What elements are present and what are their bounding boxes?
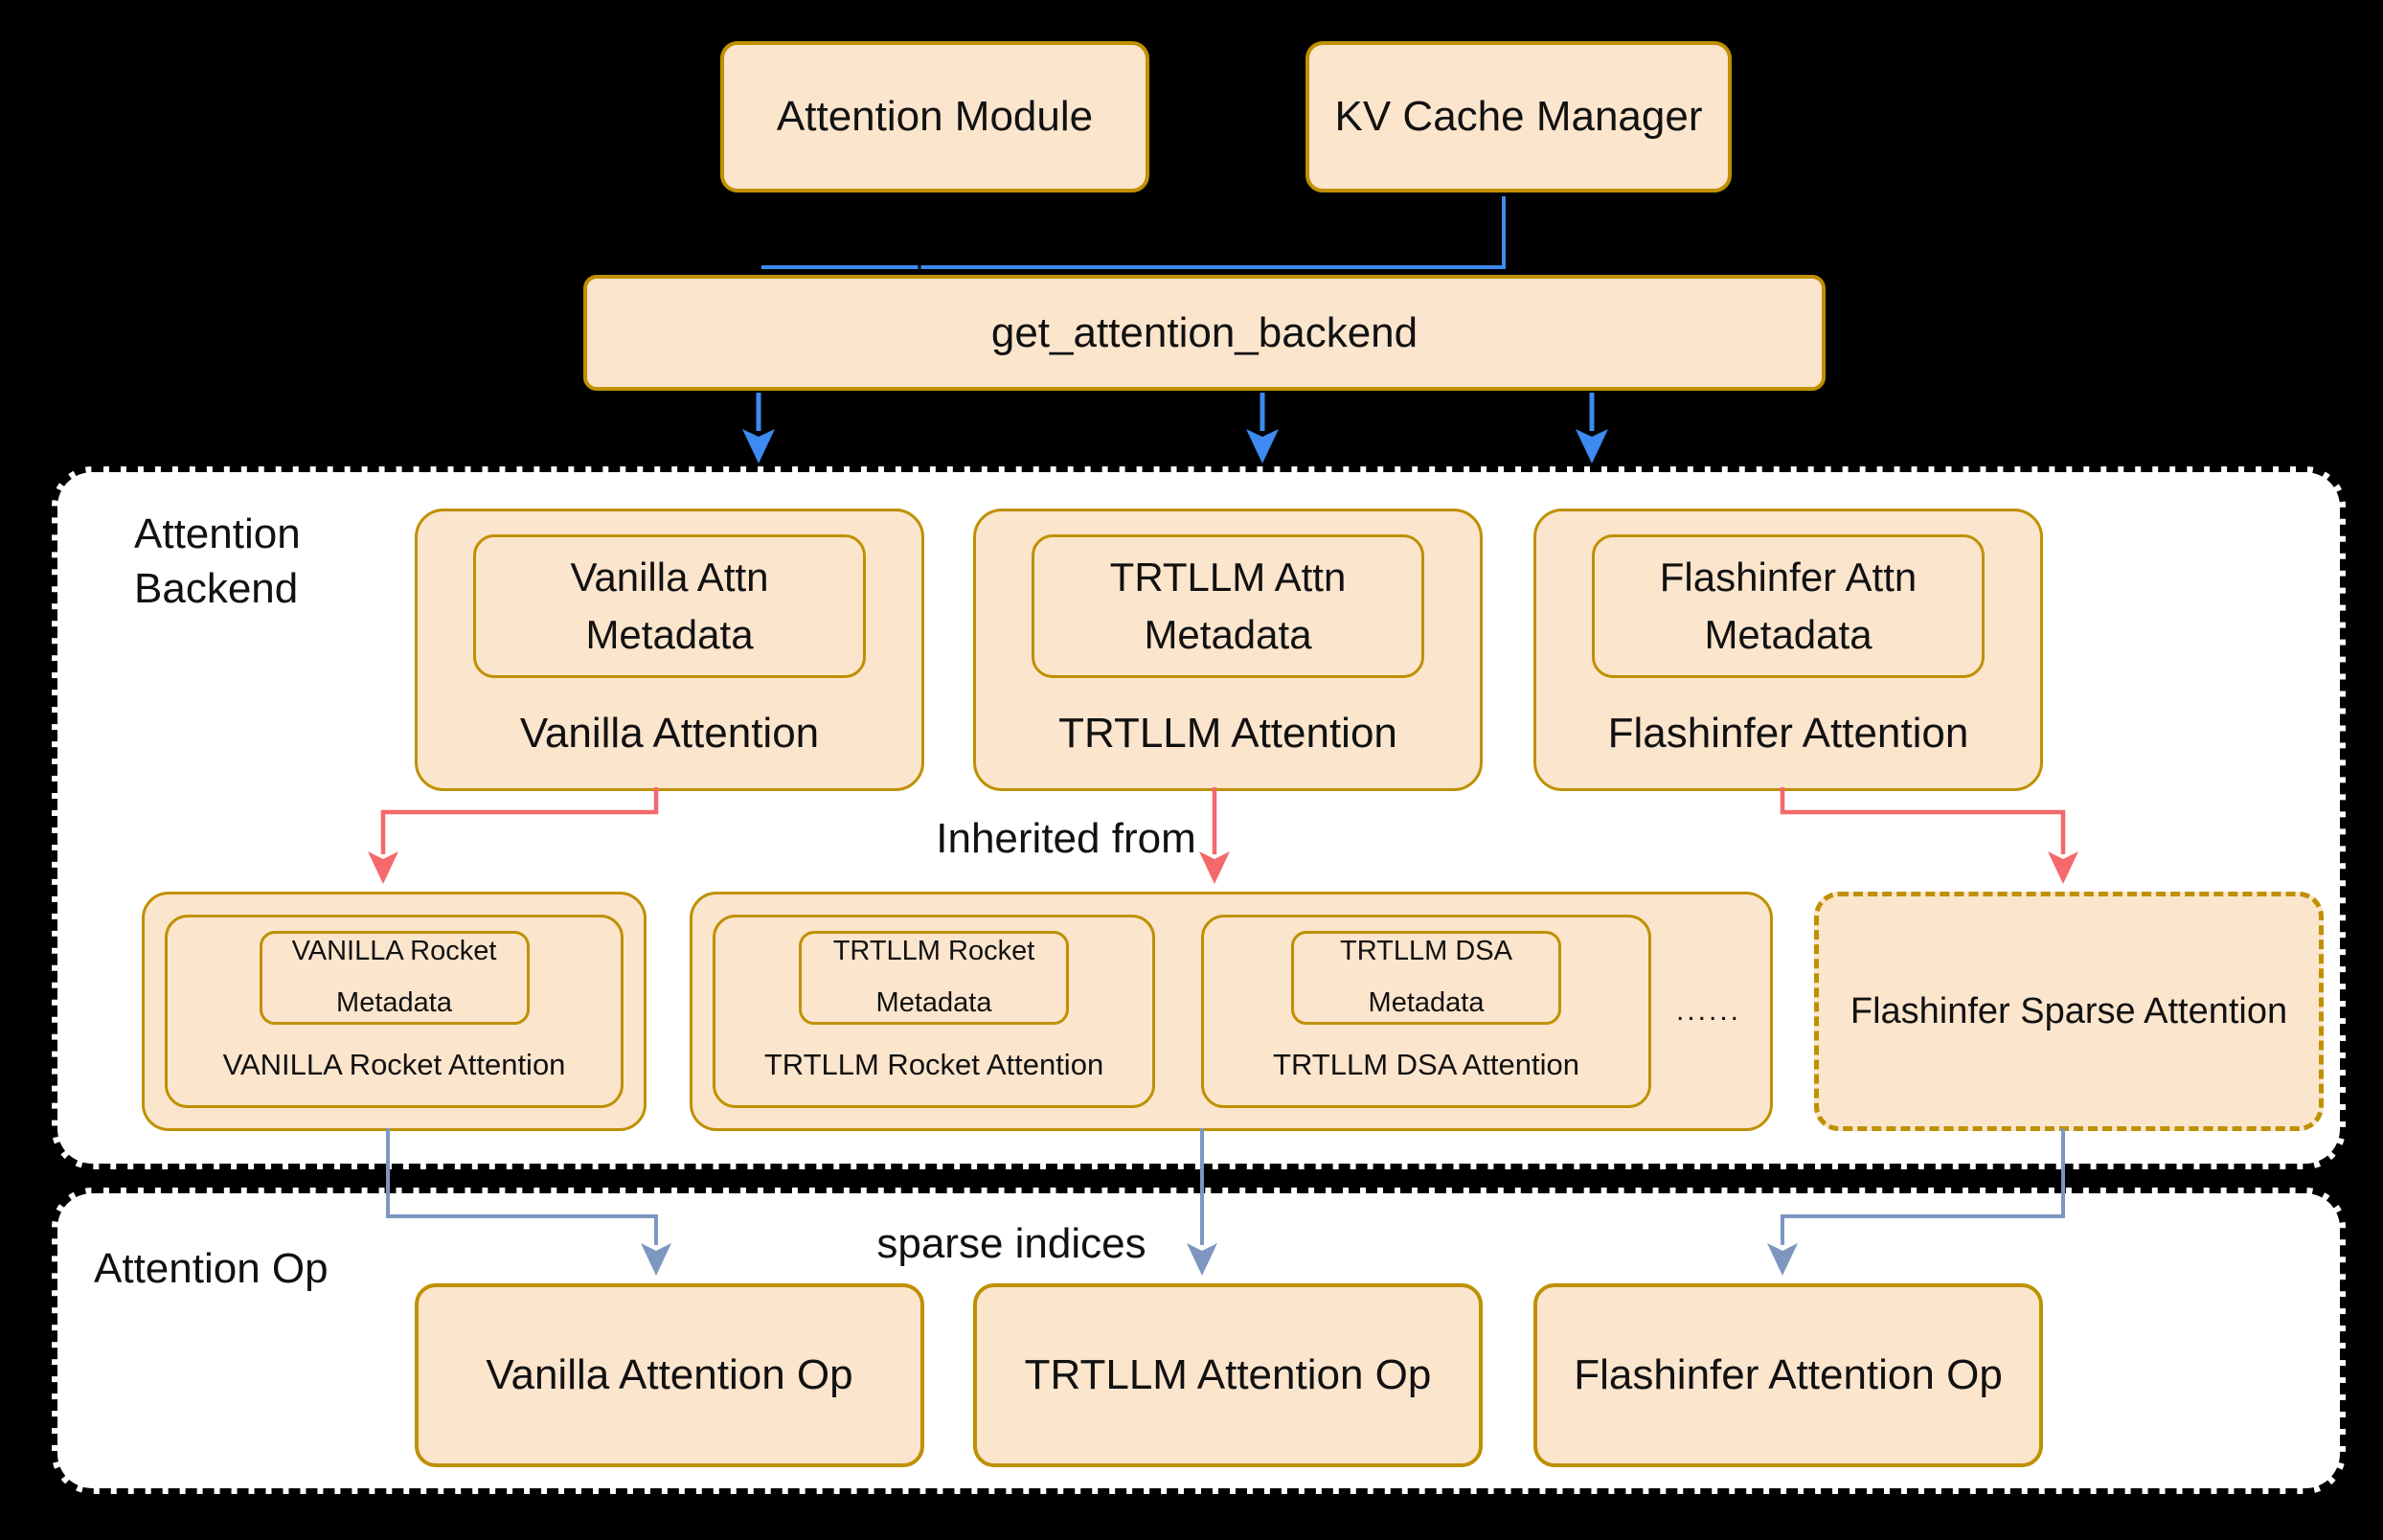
kv-cache-manager-box: KV Cache Manager xyxy=(1305,41,1732,192)
trtllm-rocket-attention-label: TRTLLM Rocket Attention xyxy=(763,1048,1104,1081)
get-attention-backend-label: get_attention_backend xyxy=(990,308,1418,356)
vanilla-rocket-group: VANILLA Rocket Metadata VANILLA Rocket A… xyxy=(142,892,647,1131)
flashinfer-attention-op-label: Flashinfer Attention Op xyxy=(1574,1351,2003,1398)
trtllm-rocket-metadata-box: TRTLLM Rocket Metadata xyxy=(799,931,1069,1025)
vanilla-rocket-metadata-box: VANILLA Rocket Metadata xyxy=(259,931,530,1025)
vanilla-attention-op-label: Vanilla Attention Op xyxy=(486,1351,853,1398)
flashinfer-sparse-attention-box: Flashinfer Sparse Attention xyxy=(1814,892,2324,1131)
metadata-line: TRTLLM Attn xyxy=(1109,554,1347,600)
vanilla-attention-op-box: Vanilla Attention Op xyxy=(415,1283,924,1467)
trtllm-attention-op-box: TRTLLM Attention Op xyxy=(973,1283,1483,1467)
metadata-line: Vanilla Attn xyxy=(570,554,769,600)
attention-module-label: Attention Module xyxy=(776,93,1094,140)
sparse-indices-label: sparse indices xyxy=(876,1220,1146,1267)
trtllm-dsa-attention-box: TRTLLM DSA Metadata TRTLLM DSA Attention xyxy=(1201,915,1651,1108)
metadata-line: TRTLLM Rocket xyxy=(832,936,1035,967)
attention-backend-container: Attention Backend Vanilla Attn Metadata … xyxy=(52,466,2346,1169)
metadata-line: Metadata xyxy=(336,987,452,1018)
get-attention-backend-box: get_attention_backend xyxy=(583,275,1826,391)
metadata-line: Flashinfer Attn xyxy=(1659,554,1918,600)
metadata-line: Metadata xyxy=(875,987,992,1018)
inherited-from-label: Inherited from xyxy=(936,815,1196,862)
trtllm-attn-metadata-box: TRTLLM Attn Metadata xyxy=(1032,534,1424,678)
flashinfer-attention-label: Flashinfer Attention xyxy=(1607,709,1969,757)
trtllm-attention-label: TRTLLM Attention xyxy=(1058,709,1397,757)
flashinfer-attention-op-box: Flashinfer Attention Op xyxy=(1533,1283,2043,1467)
attention-backend-section-label: Attention Backend xyxy=(134,510,301,613)
flashinfer-sparse-attention-label: Flashinfer Sparse Attention xyxy=(1850,990,2288,1031)
vanilla-rocket-attention-label: VANILLA Rocket Attention xyxy=(222,1048,566,1081)
trtllm-dsa-attention-label: TRTLLM DSA Attention xyxy=(1273,1048,1579,1081)
metadata-line: Metadata xyxy=(1368,987,1485,1018)
trtllm-attention-op-label: TRTLLM Attention Op xyxy=(1024,1351,1432,1398)
vanilla-rocket-attention-box: VANILLA Rocket Metadata VANILLA Rocket A… xyxy=(165,915,624,1108)
trtllm-rocket-attention-box: TRTLLM Rocket Metadata TRTLLM Rocket Att… xyxy=(713,915,1155,1108)
metadata-line: Metadata xyxy=(1704,612,1872,657)
metadata-line: TRTLLM DSA xyxy=(1340,936,1512,967)
attention-op-section-label: Attention Op xyxy=(94,1245,329,1292)
vanilla-attention-label: Vanilla Attention xyxy=(519,709,820,757)
flashinfer-attn-metadata-box: Flashinfer Attn Metadata xyxy=(1592,534,1985,678)
kv-cache-manager-label: KV Cache Manager xyxy=(1334,93,1703,140)
trtllm-derived-group: TRTLLM Rocket Metadata TRTLLM Rocket Att… xyxy=(690,892,1773,1131)
flashinfer-attention-box: Flashinfer Attn Metadata Flashinfer Atte… xyxy=(1533,509,2043,791)
trtllm-dsa-metadata-box: TRTLLM DSA Metadata xyxy=(1291,931,1561,1025)
metadata-line: VANILLA Rocket xyxy=(291,936,497,967)
ellipsis-label: ...... xyxy=(1676,995,1742,1027)
vanilla-attn-metadata-box: Vanilla Attn Metadata xyxy=(473,534,866,678)
dispatcher-to-backend-arrows xyxy=(742,393,1608,464)
kv-to-dispatcher-connector xyxy=(761,196,1506,269)
metadata-line: Metadata xyxy=(1144,612,1312,657)
trtllm-attention-box: TRTLLM Attn Metadata TRTLLM Attention xyxy=(973,509,1483,791)
metadata-line: Metadata xyxy=(585,612,754,657)
vanilla-attention-box: Vanilla Attn Metadata Vanilla Attention xyxy=(415,509,924,791)
attention-op-container: Attention Op sparse indices Vanilla Atte… xyxy=(52,1188,2346,1494)
attention-module-box: Attention Module xyxy=(720,41,1149,192)
